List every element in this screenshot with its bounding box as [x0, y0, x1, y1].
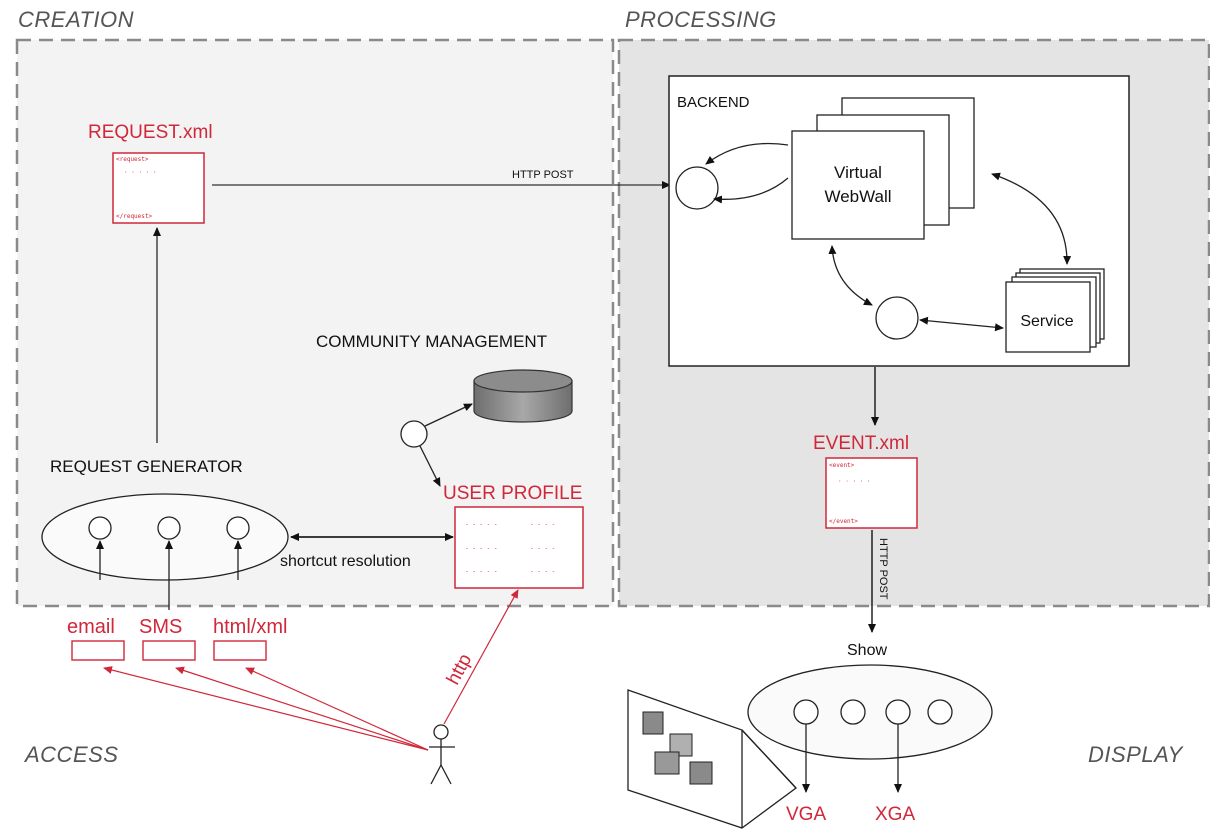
output-vga-label: VGA	[786, 804, 826, 825]
arrow-webwall-service	[991, 172, 1072, 265]
arrow-node-webwall-lower	[713, 177, 789, 204]
channel-node-email	[88, 516, 112, 540]
svg-text:· · · · ·: · · · · ·	[838, 478, 871, 485]
channel-label-html: html/xml	[213, 616, 287, 638]
arrow-node-to-db	[424, 403, 473, 427]
projection-wall-illustration	[627, 689, 797, 829]
http-post-label: HTTP POST	[512, 169, 574, 181]
display-node-2	[840, 699, 866, 725]
svg-text:- - - -: - - - -	[530, 568, 555, 575]
svg-text:</request>: </request>	[116, 213, 153, 220]
svg-text:<event>: <event>	[829, 462, 855, 469]
user-profile-document: - - - - - - - - - - - - - - - - - - - - …	[454, 506, 584, 589]
shortcut-resolution-label: shortcut resolution	[280, 553, 411, 570]
svg-text:- - - - -: - - - - -	[465, 545, 498, 552]
arrow-webwall-node	[828, 245, 873, 306]
community-database	[473, 369, 573, 423]
channel-node-sms	[157, 516, 181, 540]
community-node	[400, 420, 428, 448]
display-node-3	[885, 699, 911, 725]
zone-label-processing: PROCESSING	[625, 7, 777, 32]
arrow-node-to-profile	[419, 445, 441, 487]
request-xml-document: <request> · · · · · </request>	[112, 152, 205, 224]
zone-label-creation: CREATION	[18, 7, 134, 32]
channel-label-sms: SMS	[139, 616, 182, 638]
zone-label-display: DISPLAY	[1088, 742, 1184, 767]
arrow-node-service	[919, 316, 1004, 332]
service-box	[1005, 281, 1091, 353]
channel-box-email	[71, 640, 125, 661]
service-label: Service	[1020, 313, 1073, 330]
backend-service-node	[875, 296, 919, 340]
svg-text:- - - -: - - - -	[530, 545, 555, 552]
channel-label-email: email	[67, 616, 115, 638]
svg-text:- - - - -: - - - - -	[465, 568, 498, 575]
arrow-user-email	[103, 666, 429, 751]
user-profile-label: USER PROFILE	[443, 483, 582, 504]
display-hub	[747, 664, 993, 760]
display-node-4	[927, 699, 953, 725]
display-node-1	[793, 699, 819, 725]
channel-box-sms	[142, 640, 196, 661]
arrow-user-sms	[175, 666, 429, 751]
show-label: Show	[847, 642, 887, 659]
svg-text:<request>: <request>	[116, 156, 149, 163]
event-xml-document: <event> · · · · · </event>	[825, 457, 918, 529]
svg-text:- - - -: - - - -	[530, 521, 555, 528]
request-doc-label: REQUEST.xml	[88, 122, 213, 143]
virtual-webwall-line1: Virtual	[834, 163, 882, 182]
backend-label: BACKEND	[677, 94, 750, 111]
output-xga-label: XGA	[875, 804, 915, 825]
arrow-user-html	[245, 667, 429, 751]
community-management-label: COMMUNITY MANAGEMENT	[316, 332, 547, 351]
http-post-vertical-label: HTTP POST	[877, 538, 889, 600]
virtual-webwall-line2: WebWall	[824, 187, 891, 206]
svg-text:- - - - -: - - - - -	[465, 521, 498, 528]
zone-label-access: ACCESS	[23, 742, 118, 767]
svg-text:· · · · ·: · · · · ·	[124, 169, 157, 176]
user-stick-figure-icon	[429, 724, 455, 785]
event-doc-label: EVENT.xml	[813, 433, 909, 454]
backend-entry-node	[675, 166, 719, 210]
channel-box-html	[213, 640, 267, 661]
virtual-webwall-box	[791, 130, 925, 240]
svg-text:</event>: </event>	[829, 518, 858, 525]
channel-node-html	[226, 516, 250, 540]
http-label: http	[443, 650, 476, 688]
arrow-user-profile	[443, 589, 519, 725]
arrow-node-webwall-upper	[705, 142, 789, 165]
request-generator-label: REQUEST GENERATOR	[50, 457, 243, 476]
